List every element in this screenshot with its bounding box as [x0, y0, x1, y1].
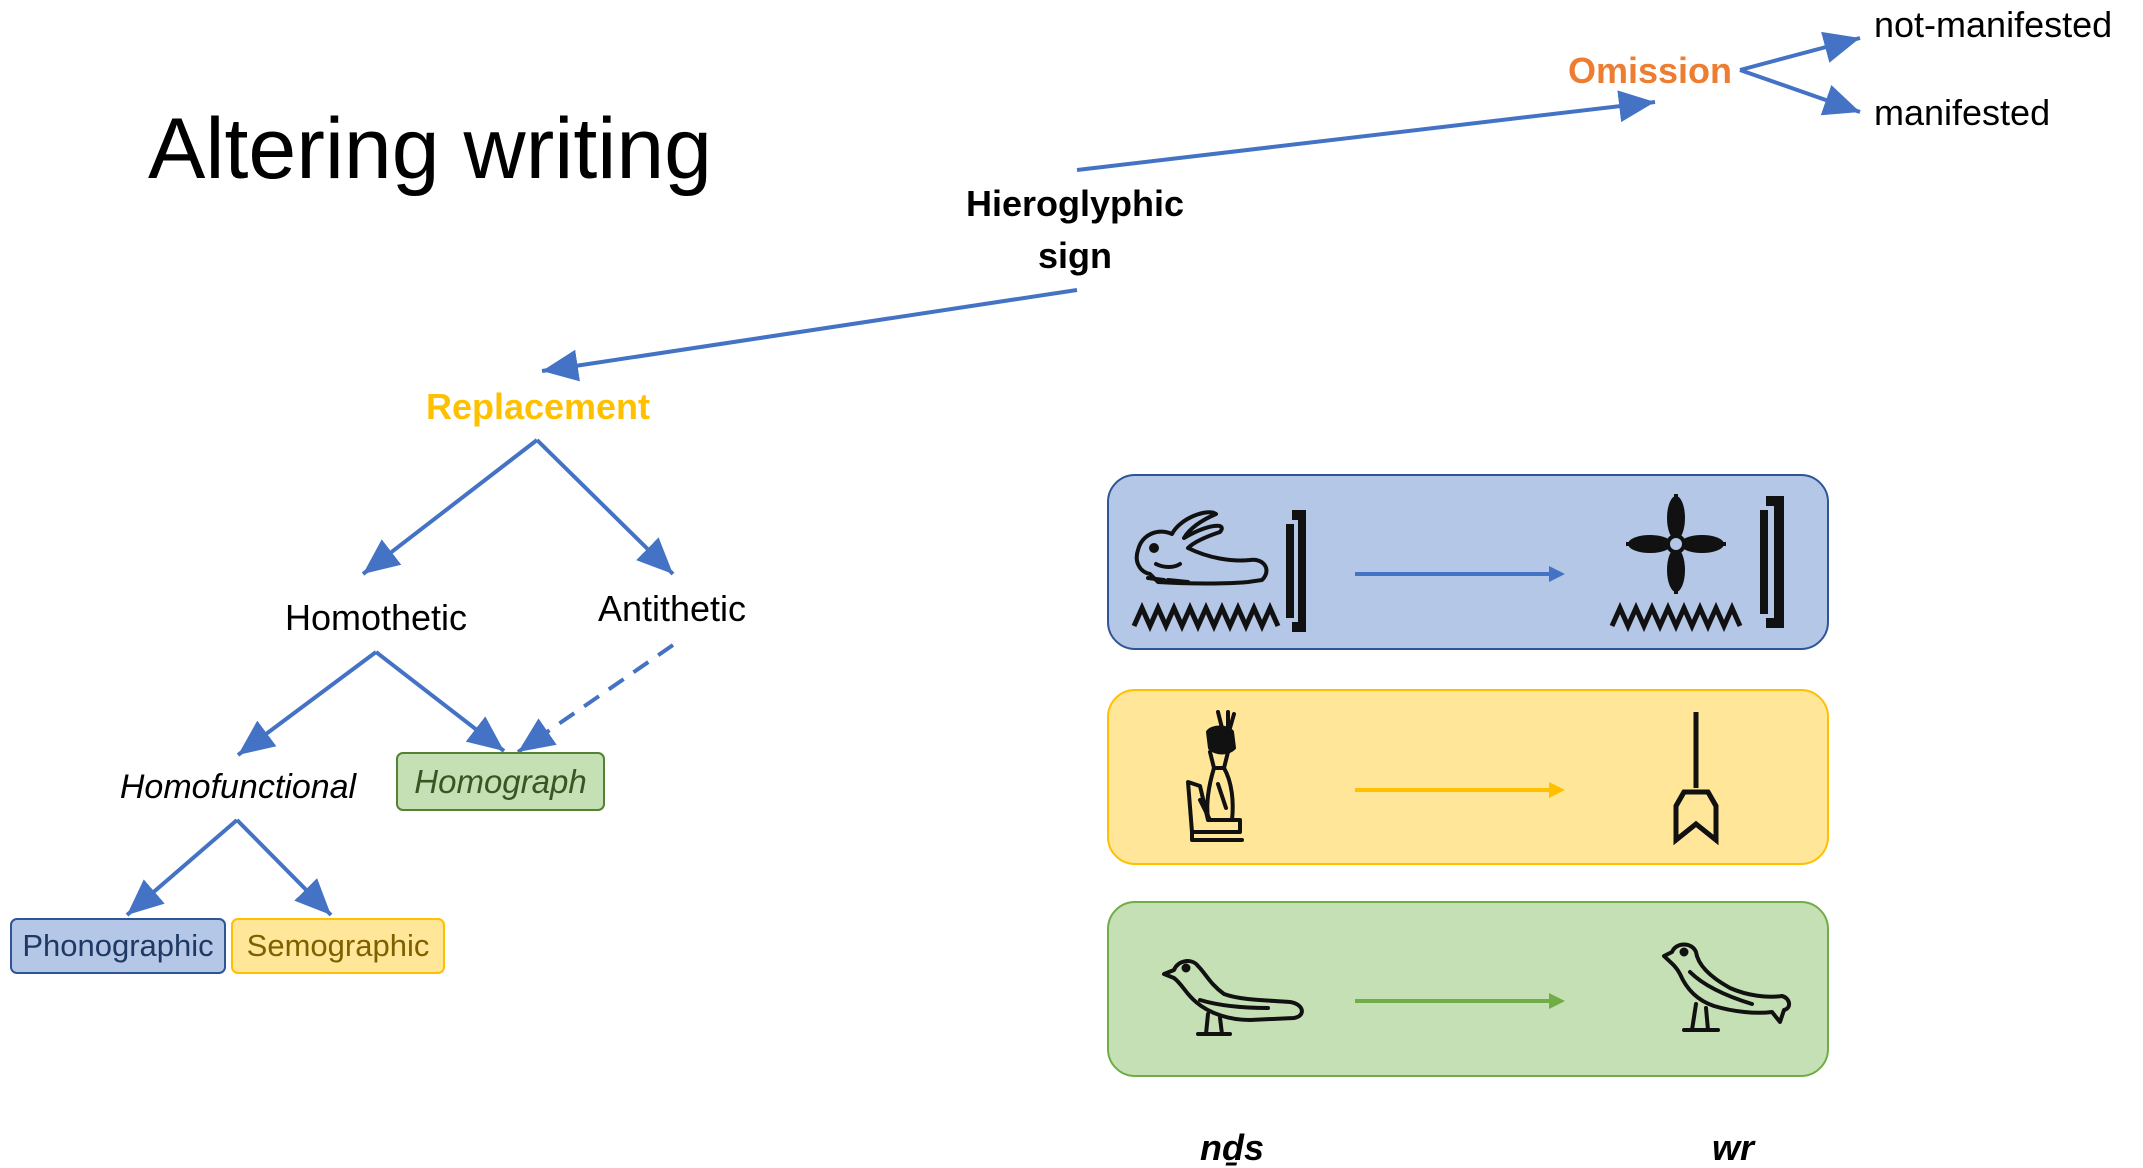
sparrow-sign-icon	[1162, 959, 1304, 1036]
homothetic-node: Homothetic	[284, 597, 468, 638]
phonographic-node: Phonographic	[10, 918, 226, 974]
arrow-antithetic-to-homograph	[516, 643, 675, 754]
standard-sign-icon	[1673, 712, 1719, 846]
hare-sign-icon	[1131, 510, 1306, 633]
page-title: Altering writing	[148, 101, 712, 197]
arrow-homothetic-to-homofunctional	[236, 650, 378, 757]
arrow-homofunctional-to-semographic	[235, 818, 333, 917]
homofunctional-node: Homofunctional	[119, 768, 357, 806]
arrow-replacement-to-antithetic	[535, 438, 675, 576]
antithetic-node: Antithetic	[597, 588, 747, 629]
homograph-label: Homograph	[414, 762, 587, 800]
arrow-omission-to-manifested	[1739, 68, 1861, 116]
not-manifested-node: not-manifested	[1874, 4, 2113, 45]
quatrefoil-sign-icon	[1609, 494, 1784, 633]
transliteration-right: wr	[1711, 1127, 1755, 1168]
arrow-homofunctional-to-phonographic	[125, 818, 239, 917]
arrow-omission-to-not-manifested	[1739, 31, 1861, 72]
homograph-example-arrow	[1355, 993, 1565, 1009]
manifested-node: manifested	[1874, 92, 2051, 133]
replacement-node: Replacement	[425, 386, 651, 427]
homograph-node: Homograph	[396, 752, 605, 811]
swallow-sign-icon	[1662, 942, 1791, 1032]
arrow-root-to-replacement	[541, 288, 1078, 382]
arrow-homothetic-to-homograph	[374, 650, 506, 753]
semographic-label: Semographic	[246, 928, 430, 963]
root-node: Hieroglyphic sign	[966, 178, 1184, 282]
root-node-line2: sign	[1037, 235, 1113, 276]
semographic-node: Semographic	[231, 918, 445, 974]
phonographic-label: Phonographic	[22, 928, 214, 963]
homograph-example-panel	[1107, 901, 1829, 1077]
omission-node: Omission	[1568, 50, 1733, 91]
arrow-replacement-to-homothetic	[361, 438, 539, 576]
transliteration-left: nḏs	[1199, 1127, 1265, 1168]
semographic-example-arrow	[1355, 782, 1565, 798]
arrow-root-to-omission	[1076, 90, 1656, 172]
phonographic-example-arrow	[1355, 566, 1565, 582]
seated-god-sign-icon	[1186, 710, 1244, 842]
root-node-line1: Hieroglyphic	[965, 183, 1185, 224]
